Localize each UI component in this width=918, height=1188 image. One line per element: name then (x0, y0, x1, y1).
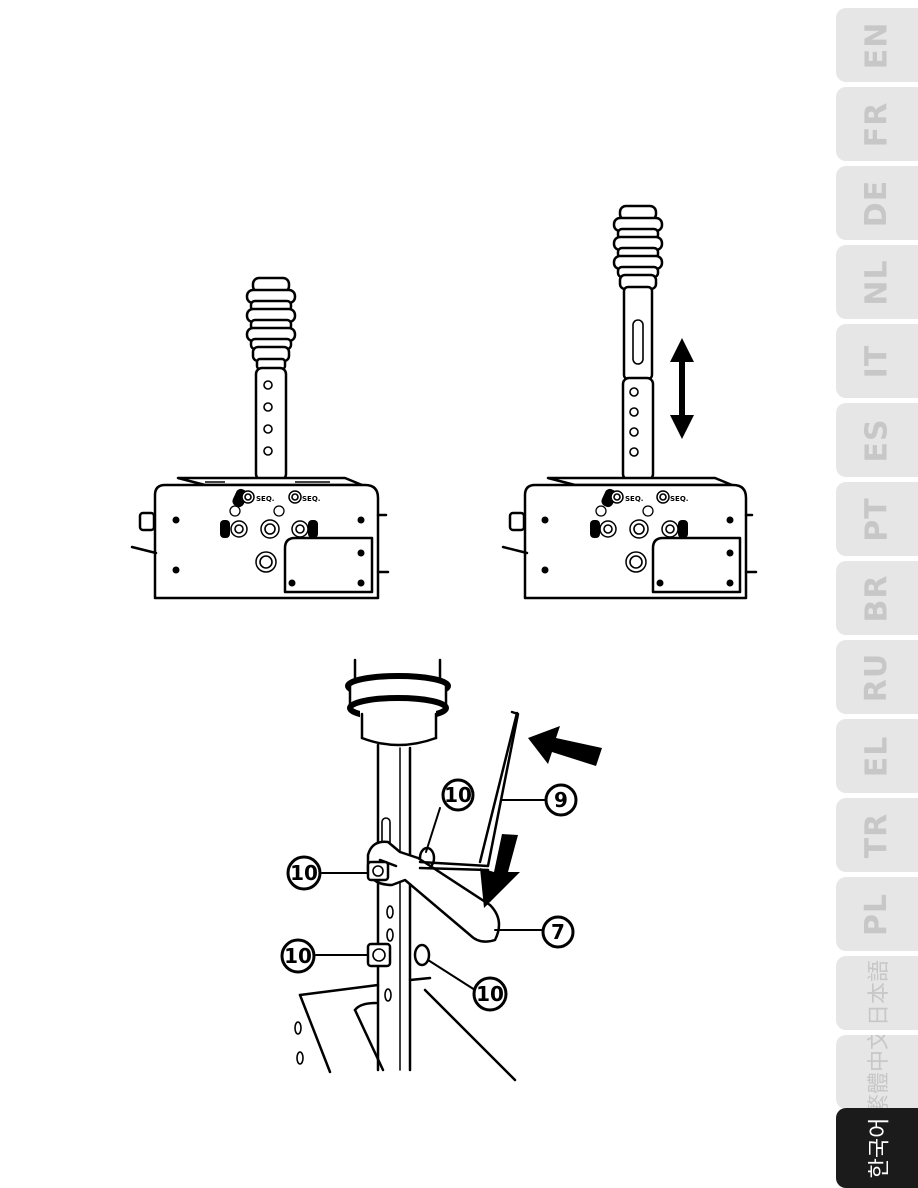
lang-tab-ja[interactable]: 日本語 (836, 956, 918, 1030)
lang-tab-label: FR (859, 101, 895, 147)
illustration-canvas: SEQ. SEQ. (130, 204, 758, 1082)
lang-tab-label: ES (859, 417, 895, 463)
callout-10-lower-left: 10 (280, 938, 316, 974)
lang-tab-label: TR (859, 812, 895, 858)
lang-tab-it[interactable]: IT (836, 324, 918, 398)
lang-tab-el[interactable]: EL (836, 719, 918, 793)
lang-tab-pt[interactable]: PT (836, 482, 918, 556)
turn-arrow-icon (480, 834, 520, 908)
lang-tab-zh[interactable]: 繁體中文 (836, 1035, 918, 1109)
callout-10-left: 10 (286, 855, 322, 891)
shifter-figure-raised: SEQ. SEQ. (501, 204, 758, 600)
tightening-detail-figure: 10 9 10 7 10 10 (280, 658, 602, 1082)
shifter-figure-lowered: SEQ. SEQ. (130, 276, 390, 600)
lang-tab-label: BR (859, 574, 895, 622)
lang-tab-label: 日本語 (866, 959, 892, 1027)
seq-label: SEQ. (256, 495, 274, 503)
callout-label: 10 (476, 982, 504, 1006)
lang-tab-label: PT (859, 496, 895, 542)
callout-9: 9 (544, 783, 578, 817)
callout-label: 10 (444, 783, 472, 807)
seq-label: SEQ. (302, 495, 320, 503)
lang-tab-de[interactable]: DE (836, 166, 918, 240)
callout-label: 9 (554, 788, 568, 812)
lang-tab-nl[interactable]: NL (836, 245, 918, 319)
lang-tab-label: 繁體中文 (867, 1035, 893, 1109)
lang-tab-es[interactable]: ES (836, 403, 918, 477)
lang-tab-ru[interactable]: RU (836, 640, 918, 714)
callout-10-top: 10 (441, 778, 475, 812)
lang-tab-pl[interactable]: PL (836, 877, 918, 951)
lang-tab-label: DE (859, 179, 895, 227)
lang-tab-br[interactable]: BR (836, 561, 918, 635)
callout-label: 7 (551, 920, 565, 944)
lang-tab-label: RU (859, 652, 895, 702)
lang-tab-label: EL (859, 735, 895, 777)
lang-tab-tr[interactable]: TR (836, 798, 918, 872)
lang-tab-en[interactable]: EN (836, 8, 918, 82)
knob-raised (612, 204, 664, 291)
language-tabs: EN FR DE NL IT ES PT BR RU EL TR PL 日本語 … (836, 0, 918, 1188)
callout-10-bottom-right: 10 (472, 976, 508, 1012)
push-arrow-icon (528, 726, 602, 766)
knob-lowered (245, 276, 297, 371)
lang-tab-ko[interactable]: 한국어 (836, 1108, 918, 1188)
lang-tab-label: EN (859, 21, 895, 69)
callout-label: 10 (290, 861, 318, 885)
seq-label: SEQ. (625, 495, 643, 503)
lang-tab-label: PL (859, 892, 895, 936)
lang-tab-label: NL (859, 258, 895, 306)
callout-7: 7 (541, 915, 575, 949)
lang-tab-fr[interactable]: FR (836, 87, 918, 161)
seq-label: SEQ. (670, 495, 688, 503)
lang-tab-label: 한국어 (866, 1117, 892, 1179)
callout-label: 10 (284, 944, 312, 968)
lang-tab-label: IT (859, 344, 895, 378)
